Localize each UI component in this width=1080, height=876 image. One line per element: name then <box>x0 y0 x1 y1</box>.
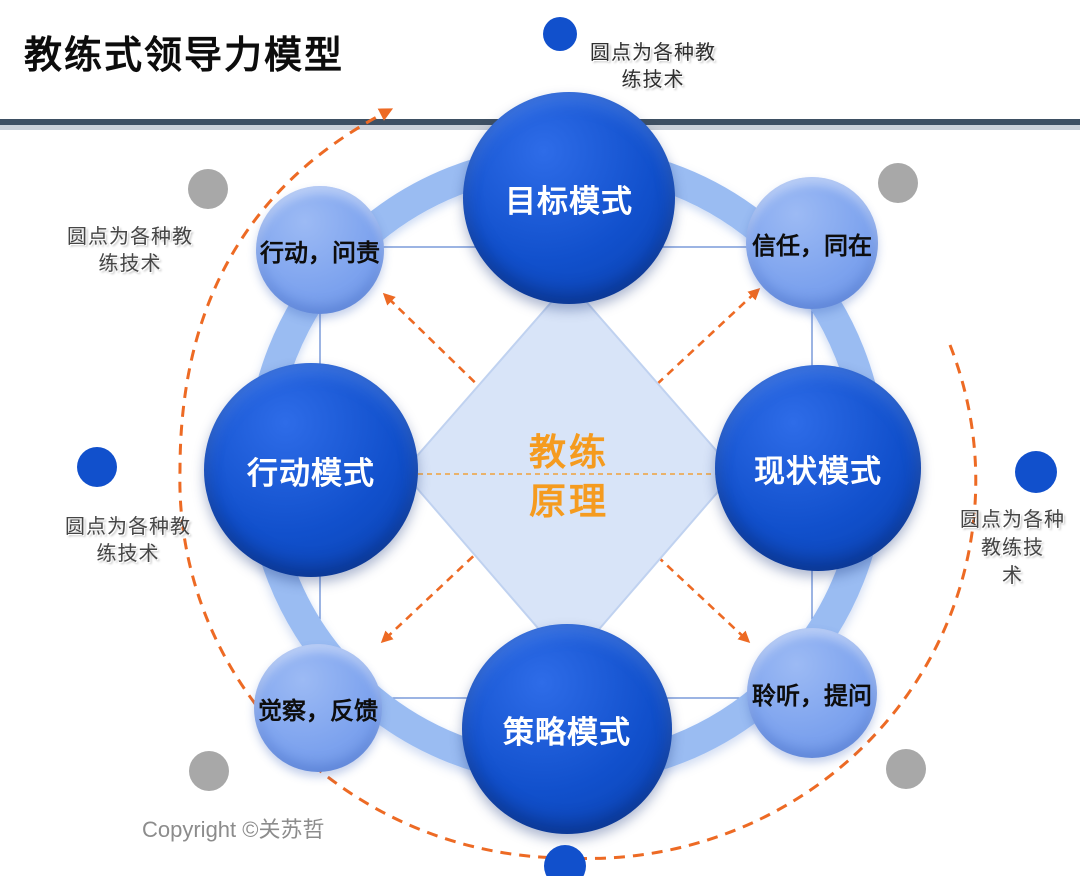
cycle-dashed-arc <box>178 108 978 860</box>
coaching-principle-label: 教练 原理 <box>449 428 689 526</box>
node-action-mode: 行动模式 <box>204 363 418 577</box>
coaching-principle-line2: 原理 <box>529 481 609 522</box>
annotation-middle-right: 圆点为各种 教练技 术 <box>945 506 1080 590</box>
annotation-upper-left: 圆点为各种教 练技术 <box>35 224 225 278</box>
node-reality-mode: 现状模式 <box>715 365 921 571</box>
node-action-accountability: 行动，问责 <box>256 186 384 314</box>
annotation-middle-left-line1: 圆点为各种教 <box>65 516 191 538</box>
technique-dot-bottom <box>544 845 586 876</box>
annotation-middle-right-line2: 教练技 <box>981 537 1044 559</box>
node-strategy-mode: 策略模式 <box>462 624 672 834</box>
annotation-middle-right-line1: 圆点为各种 <box>960 509 1065 531</box>
page-title: 教练式领导力模型 <box>24 35 345 77</box>
node-trust-presence: 信任，同在 <box>746 177 878 309</box>
node-awareness-feedback: 觉察，反馈 <box>254 644 382 772</box>
annotation-top-line2: 练技术 <box>621 69 685 91</box>
gray-dot-bottom-right <box>886 749 926 789</box>
annotation-middle-left: 圆点为各种教 练技术 <box>32 514 224 568</box>
coaching-principle-line1: 教练 <box>529 432 609 473</box>
node-listening-questioning: 聆听，提问 <box>747 628 877 758</box>
gray-dot-top-left <box>188 169 228 209</box>
gray-dot-bottom-left <box>189 751 229 791</box>
technique-dot-left <box>77 447 117 487</box>
technique-dot-right <box>1015 451 1057 493</box>
gray-dot-top-right <box>878 163 918 203</box>
node-goal-mode: 目标模式 <box>463 92 675 304</box>
annotation-upper-left-line1: 圆点为各种教 <box>67 226 193 248</box>
annotation-top: 圆点为各种教 练技术 <box>558 40 748 94</box>
copyright-text: Copyright ©关苏哲 <box>142 817 325 842</box>
annotation-middle-left-line2: 练技术 <box>96 543 160 565</box>
annotation-middle-right-line3: 术 <box>1002 565 1023 587</box>
annotation-top-line1: 圆点为各种教 <box>590 42 716 64</box>
annotation-upper-left-line2: 练技术 <box>98 253 162 275</box>
technique-dot-top <box>543 17 577 51</box>
